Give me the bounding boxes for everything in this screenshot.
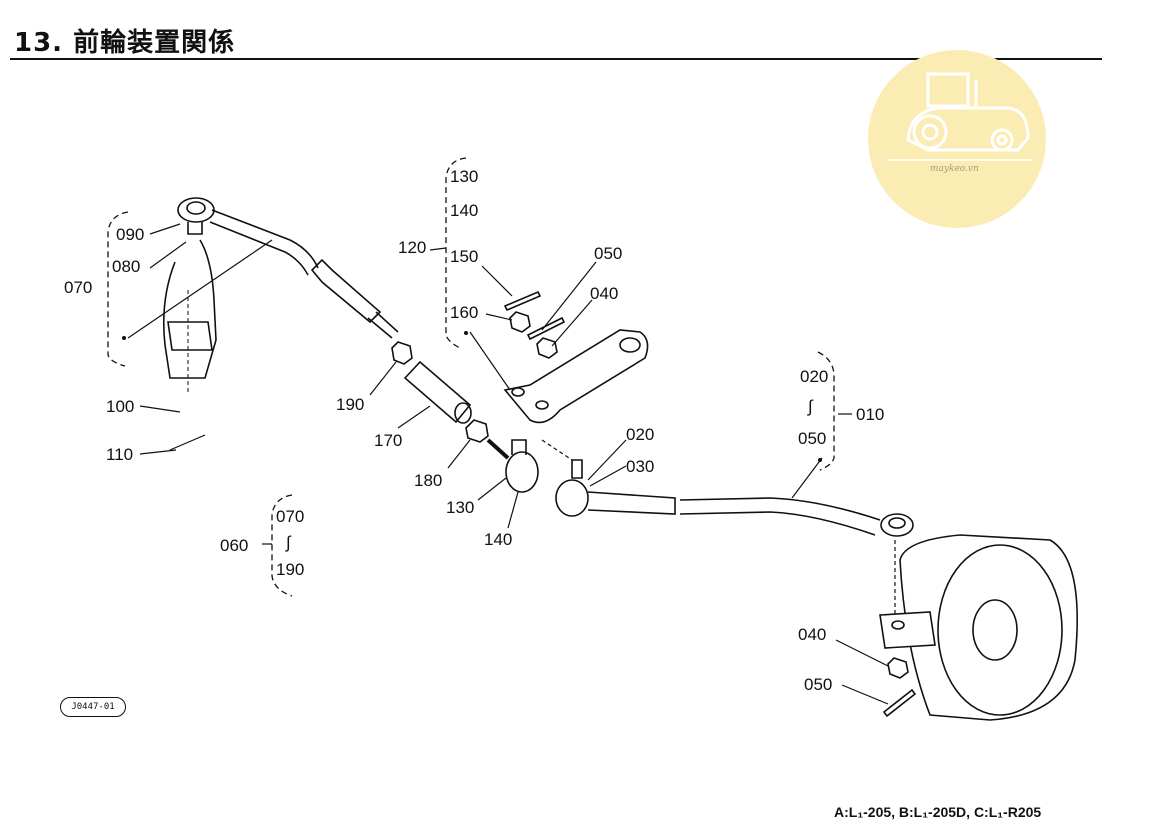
nut-190 [391,341,413,365]
model-note: A:L₁-205, B:L₁-205D, C:L₁-R205 [834,804,1042,820]
title-rule [10,58,1102,60]
group-010-from: 020 [800,367,828,386]
castle-nuts [503,290,566,359]
label-100: 100 [106,397,134,416]
label-130: 130 [446,498,474,517]
page-title: 13. 前輪装置関係 [14,28,236,58]
label-080: 080 [112,257,140,276]
tie-rod-left [310,258,399,339]
label-140: 140 [484,530,512,549]
label-040: 040 [590,284,618,303]
group-brackets [107,157,835,597]
label-180: 180 [414,471,442,490]
label-020: 020 [626,425,654,444]
label-170: 170 [374,431,402,450]
group-010-sep: ∫ [807,397,814,416]
label-050: 050 [594,244,622,263]
watermark-logo [868,50,1046,228]
group-120-item-140: 140 [450,201,478,220]
label-150: 150 [450,247,478,266]
right-knuckle-housing [879,534,1078,721]
group-060-sep: ∫ [285,533,292,552]
left-tie-rod-end [177,197,319,276]
label-190: 190 [336,395,364,414]
tie-rod-right [555,459,914,537]
leader-lines [127,223,896,705]
diagram-code-badge: J0447-01 [60,697,126,717]
watermark-text: maykeo.vn [930,164,979,174]
label-050-b: 050 [804,675,832,694]
label-160: 160 [450,303,478,322]
group-060-to: 190 [276,560,304,579]
label-120: 120 [398,238,426,257]
label-030: 030 [626,457,654,476]
label-060: 060 [220,536,248,555]
label-110: 110 [106,445,133,464]
nut-180 [465,419,489,443]
group-120-item-130: 130 [450,167,478,186]
ball-joint [486,438,539,493]
pitman-arm [503,329,649,424]
label-010: 010 [856,405,884,424]
left-knuckle [162,239,217,395]
group-010-to: 050 [798,429,826,448]
sleeve-170 [403,360,472,424]
label-090: 090 [116,225,144,244]
label-070: 070 [64,278,92,297]
tractor-icon [868,50,1046,228]
label-040-b: 040 [798,625,826,644]
group-060-from: 070 [276,507,304,526]
